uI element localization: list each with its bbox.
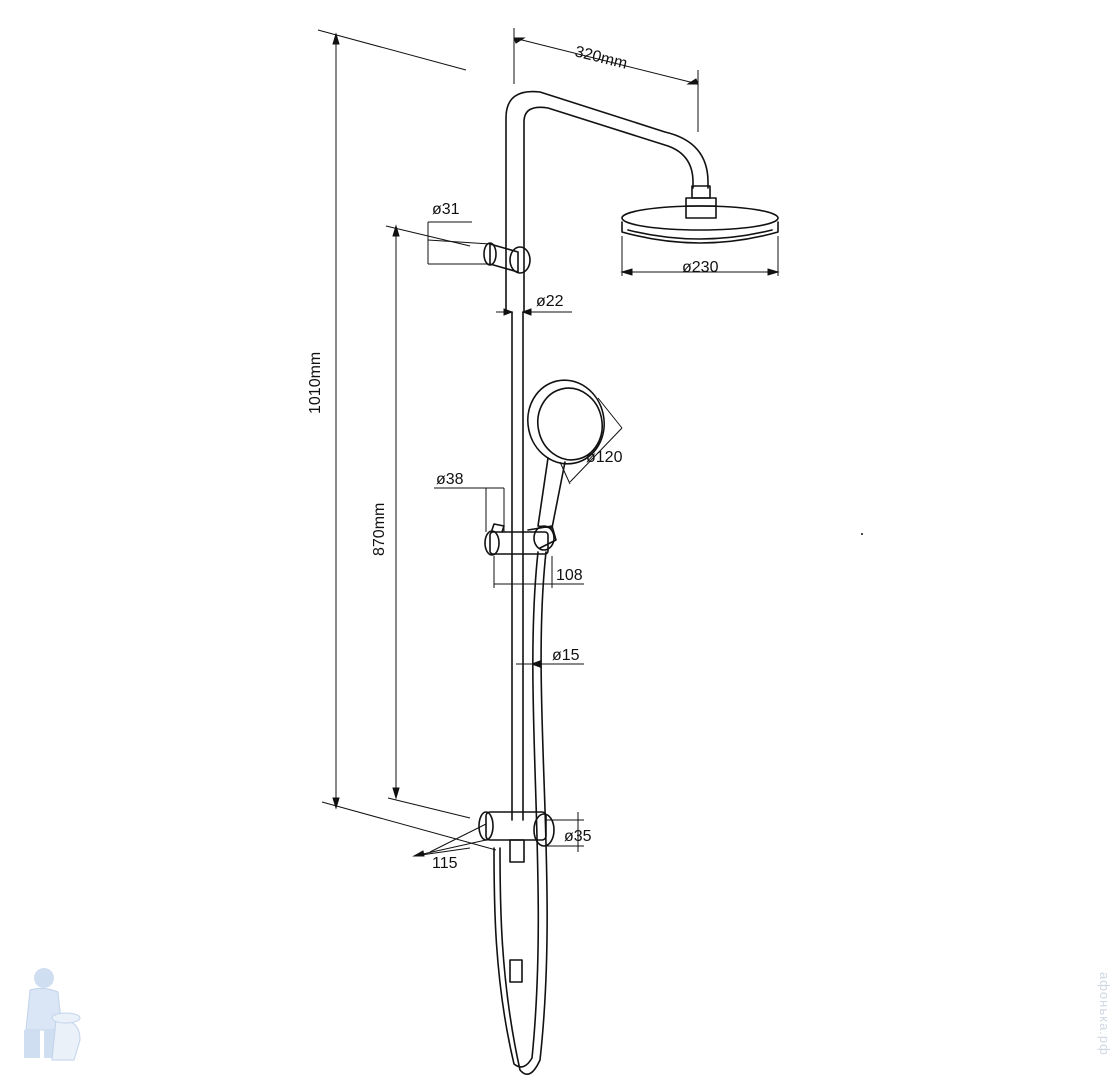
hose-connector: [509, 959, 523, 983]
dim-320mm: 320mm: [573, 43, 629, 72]
slider-bracket: [484, 523, 557, 556]
dim-1010mm: 1010mm: [307, 352, 324, 414]
dim-o38: ø38: [436, 471, 464, 488]
dim-870mm: 870mm: [371, 503, 388, 556]
dim-o120: ø120: [586, 449, 623, 466]
watermark-text: афонька.рф: [1097, 972, 1112, 1056]
rain-head-body: [621, 221, 779, 244]
dim-o15: ø15: [552, 647, 580, 664]
riser-pipe-outer: [505, 90, 709, 313]
hose: [499, 551, 548, 1076]
shower-column: [478, 90, 779, 1076]
bottom-connector: [478, 811, 555, 863]
dim-o230: ø230: [682, 259, 719, 276]
plumber-mascot-icon: [24, 968, 81, 1061]
dim-o22: ø22: [536, 293, 564, 310]
dim-108: 108: [556, 567, 583, 584]
dim-o35: ø35: [564, 828, 592, 845]
dimension-lines: [317, 28, 780, 857]
head-nut: [685, 197, 717, 219]
dim-115: 115: [432, 855, 458, 872]
riser-pipe-inner: [523, 106, 694, 313]
rain-head-top: [621, 205, 779, 231]
dim-o31: ø31: [432, 201, 460, 218]
top-holder: [483, 242, 531, 274]
